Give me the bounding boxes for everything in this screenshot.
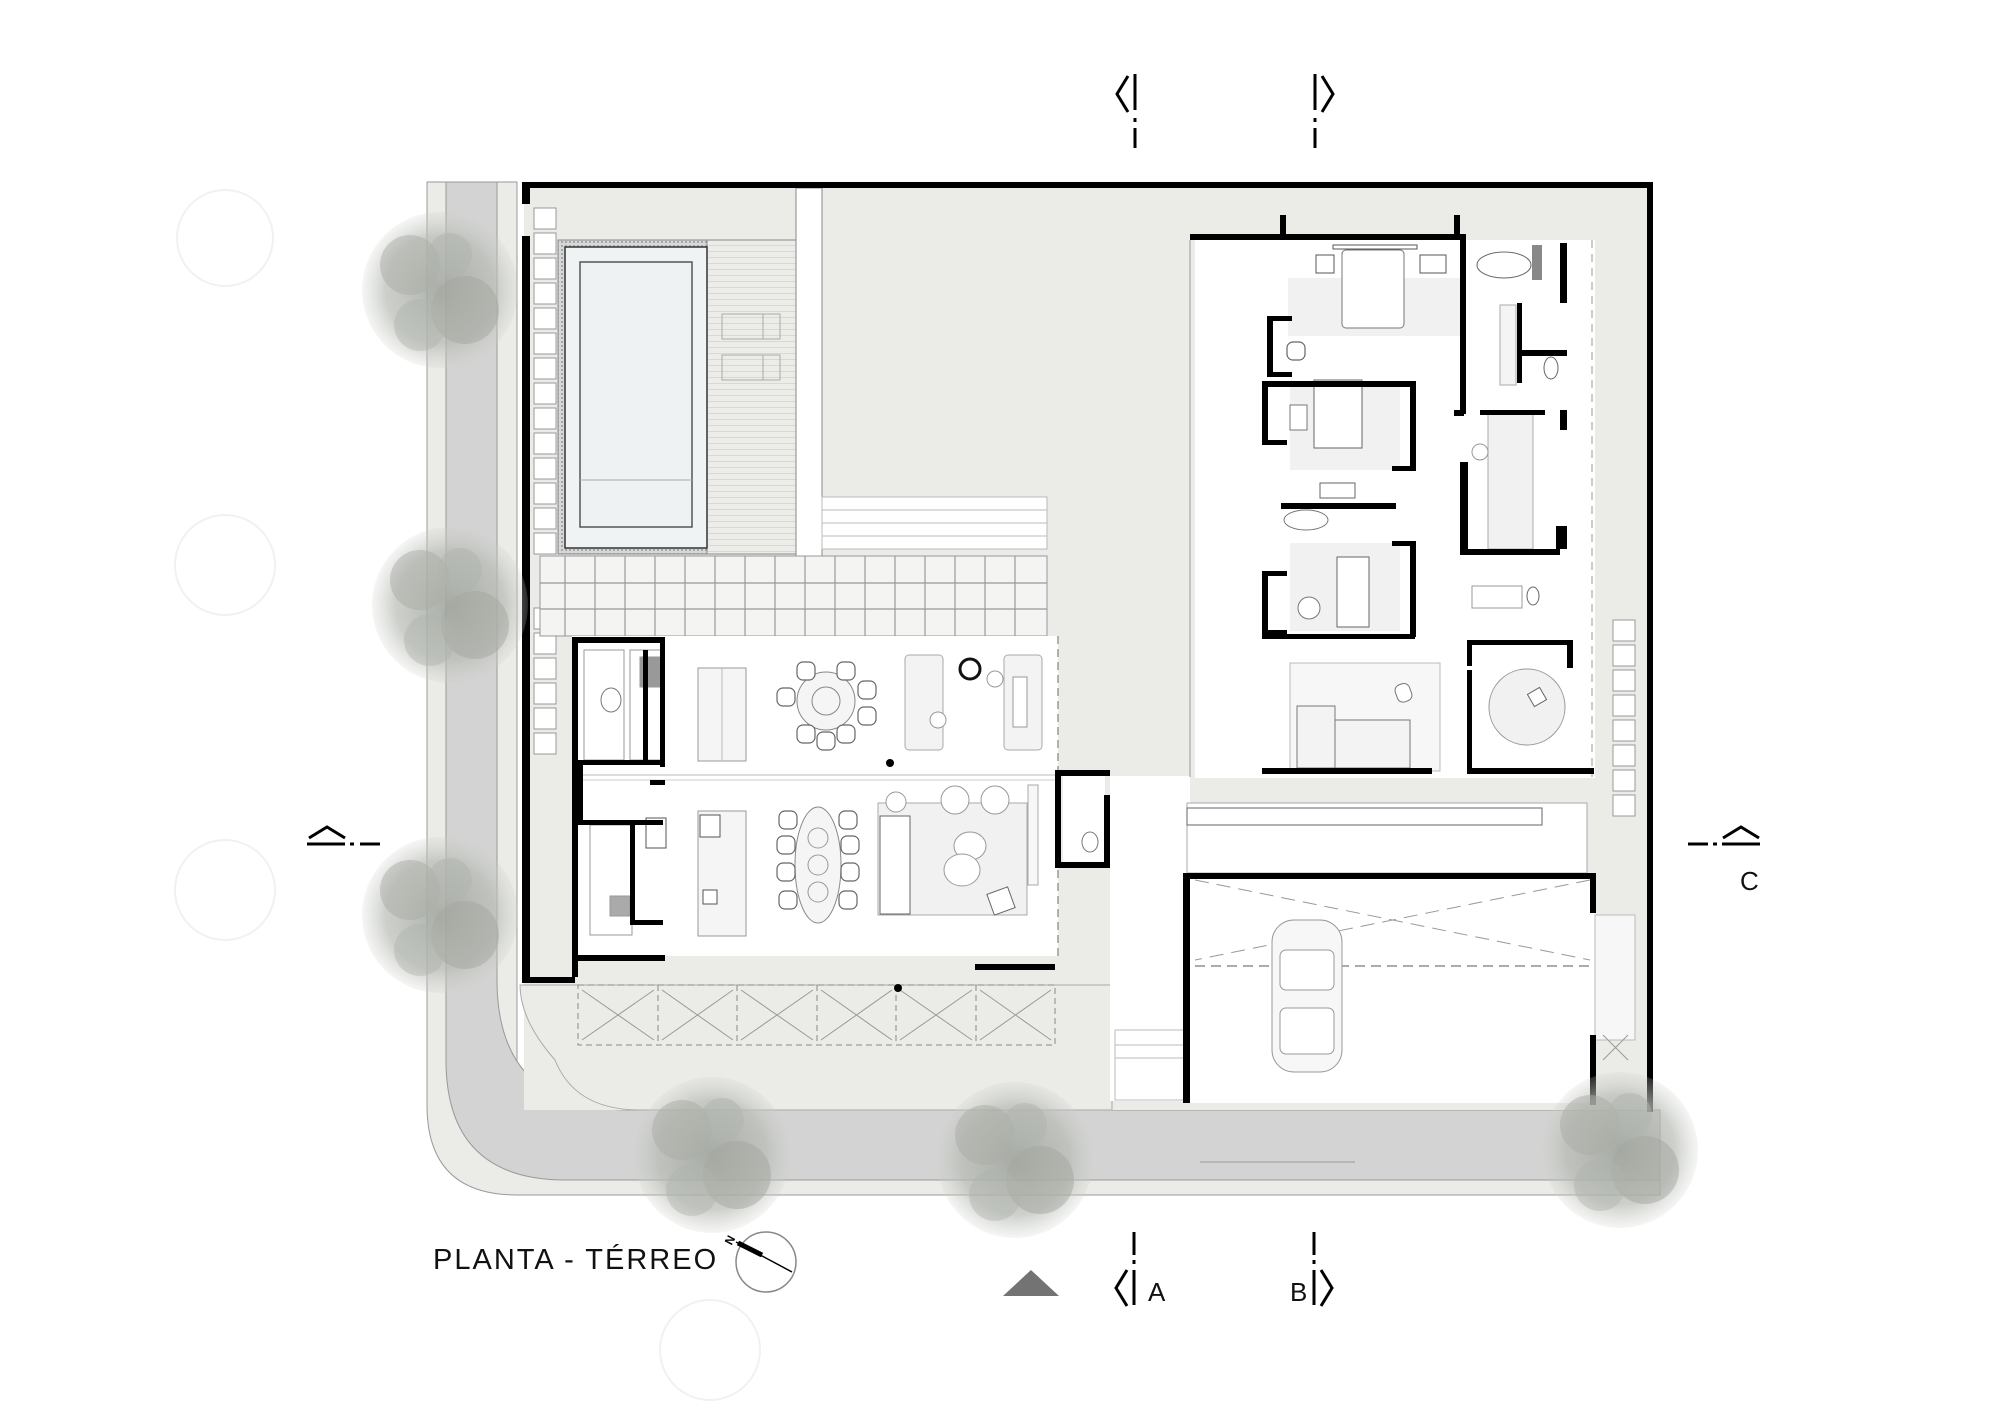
ghost-circles	[174, 189, 761, 1401]
powder-room	[1063, 776, 1105, 862]
north-arrow-icon: N	[722, 1231, 797, 1293]
section-marker-b-top	[1313, 74, 1335, 148]
section-marker-a-bottom	[1114, 1232, 1136, 1307]
pergola-crosses	[581, 989, 1052, 1041]
svg-text:N: N	[722, 1233, 738, 1247]
tree-icon	[1542, 1072, 1698, 1228]
dining-table	[776, 806, 860, 924]
garden-steps	[821, 496, 1048, 550]
car	[1271, 919, 1343, 1073]
tv-room	[1289, 662, 1441, 772]
section-label-a: A	[1148, 1277, 1166, 1307]
bath-2	[1471, 585, 1540, 609]
tree-icon	[362, 212, 518, 368]
bedroom-3	[1283, 509, 1400, 631]
outdoor-dining	[697, 661, 877, 762]
office	[1488, 668, 1566, 746]
tree-icon	[937, 1082, 1093, 1238]
hall-cabinet	[1186, 802, 1588, 874]
wooden-deck	[706, 239, 797, 555]
master-suite	[1286, 244, 1466, 361]
master-bath	[1476, 245, 1559, 386]
outdoor-lounge	[886, 654, 1043, 767]
drawing-title: PLANTA - TÉRREO	[433, 1244, 719, 1276]
walls	[522, 182, 1653, 1112]
paver-tiles-right	[1612, 619, 1636, 817]
section-marker-a-top	[1115, 74, 1137, 148]
entrance-triangle-icon	[1003, 1270, 1059, 1296]
terrace-pavers	[539, 555, 1048, 637]
column-dot	[894, 984, 902, 992]
garden-path	[795, 187, 823, 557]
service-gate	[1594, 914, 1636, 1061]
closet	[1471, 413, 1534, 550]
section-label-b: B	[1290, 1277, 1308, 1307]
terrace-paver-grid	[540, 556, 1047, 636]
section-marker-b-bottom	[1312, 1232, 1334, 1307]
bedroom-2	[1289, 379, 1400, 499]
section-marker-c-left	[307, 825, 380, 846]
pool	[557, 239, 708, 555]
section-marker-c-right	[1688, 825, 1760, 846]
tree-icon	[362, 837, 518, 993]
pergola-planters	[577, 984, 1056, 1046]
kitchen-island	[697, 810, 747, 937]
tree-icon	[372, 527, 528, 683]
sunloungers	[721, 313, 781, 381]
paver-tiles-left	[533, 207, 557, 755]
garage	[1190, 873, 1595, 1103]
section-label-c: C	[1740, 866, 1759, 896]
living-room	[877, 784, 1039, 916]
entrance-hall	[1110, 776, 1190, 1101]
tree-icon	[634, 1077, 790, 1233]
